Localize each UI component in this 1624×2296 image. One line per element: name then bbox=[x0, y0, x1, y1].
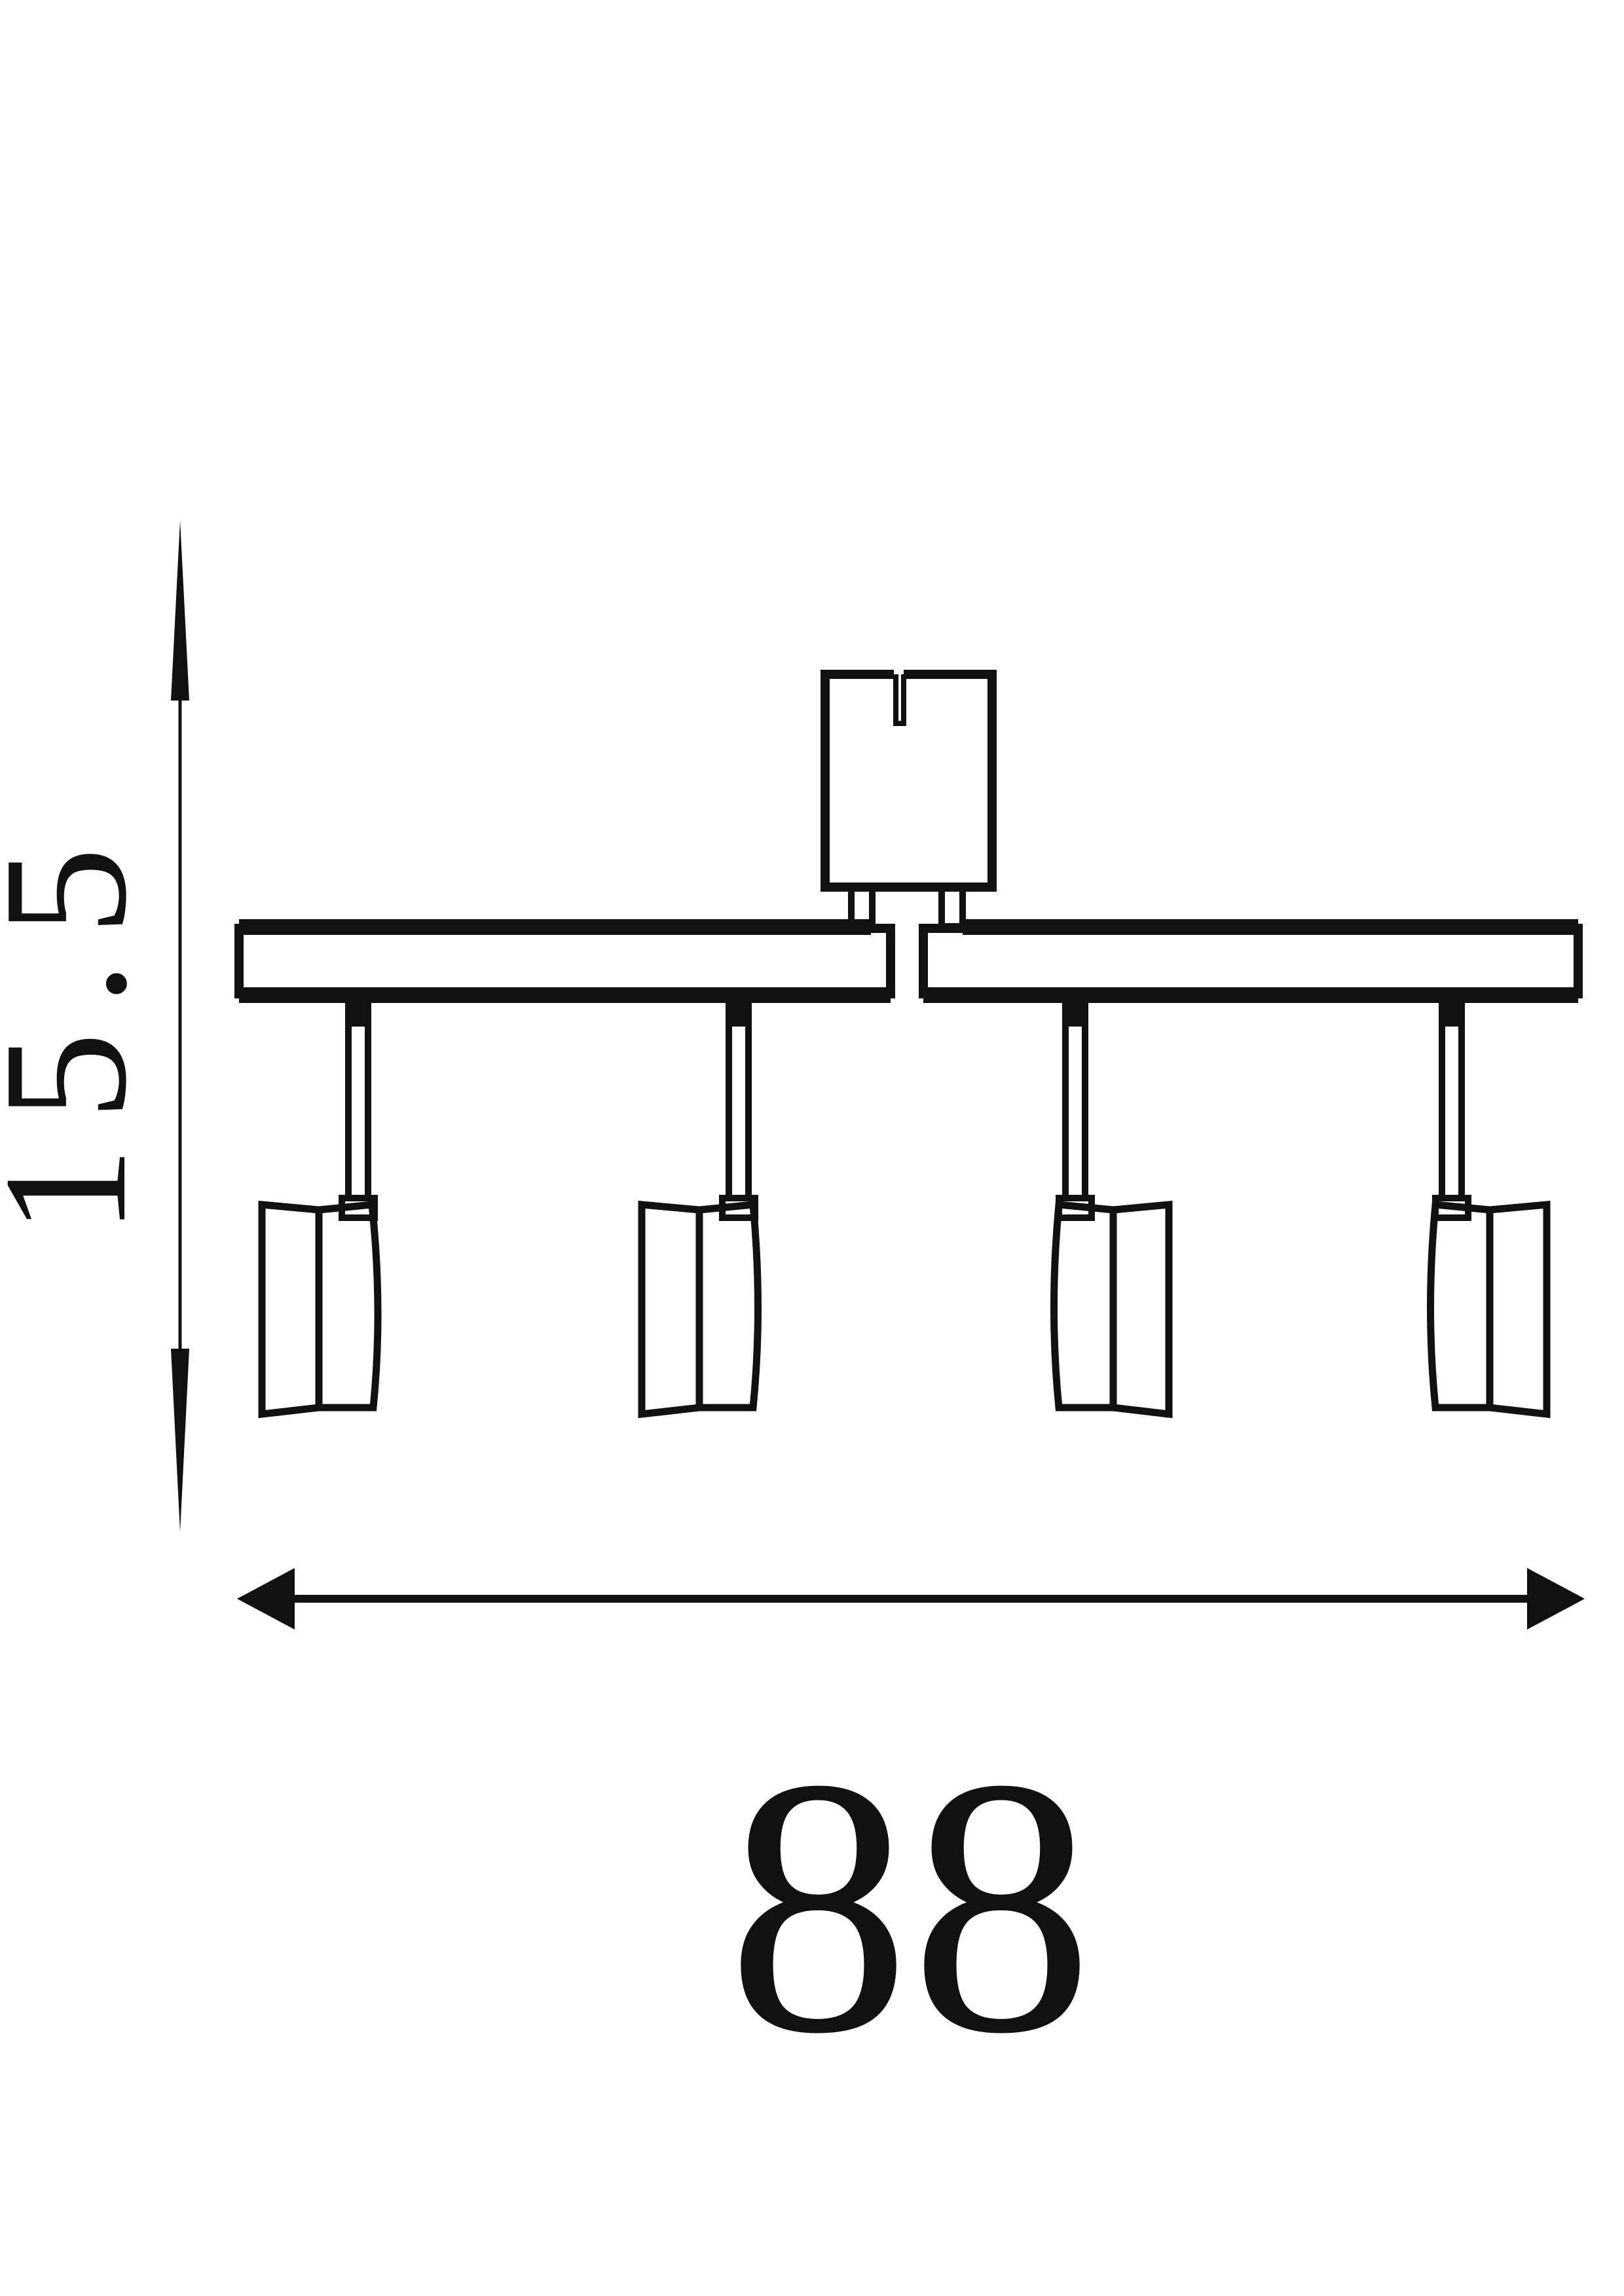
height-arrow-bottom bbox=[171, 1349, 189, 1532]
spotlight-3 bbox=[1050, 998, 1173, 1419]
spotlight-2 bbox=[638, 998, 762, 1419]
spotlight-4 bbox=[1427, 998, 1551, 1419]
right-arm-bar bbox=[919, 919, 1583, 1003]
width-label: 88 bbox=[727, 1704, 1094, 2109]
spotlight-1 bbox=[258, 998, 382, 1419]
width-arrow-right bbox=[1527, 1568, 1585, 1630]
height-arrow-top bbox=[171, 520, 189, 701]
ceiling-canopy bbox=[821, 668, 997, 930]
height-dimension: 15.5 bbox=[0, 520, 189, 1532]
left-arm-bar bbox=[234, 919, 895, 1003]
height-label: 15.5 bbox=[0, 821, 163, 1235]
width-arrow-left bbox=[237, 1568, 295, 1630]
width-dimension: 88 bbox=[237, 1568, 1585, 2109]
